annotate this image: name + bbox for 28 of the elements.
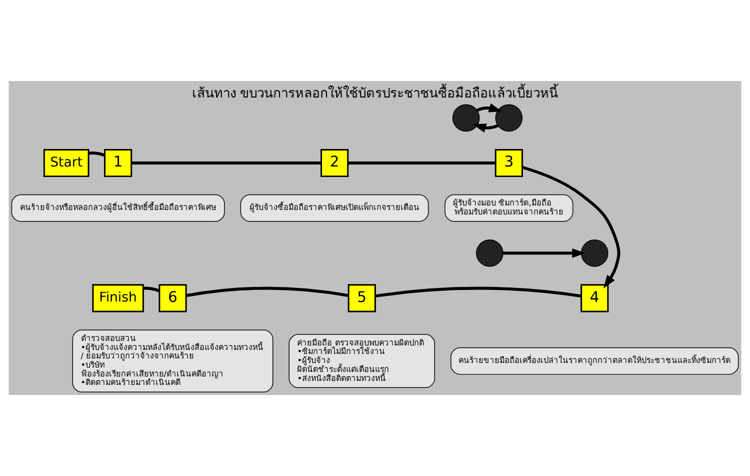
node-circle [476, 239, 504, 267]
node-box: ค่ายมือถือ ตรวจสอบพบความผิดปกติ •ซิมการ์ดไม่มีการใช้งาน •ผู้รับจ้าง ผิดนัดชำระตั้งแต่เดือนแรก •ส่งหนังสือติดตามทวงหนี้ [288, 334, 436, 388]
connector [143, 286, 160, 292]
node-box: ผู้รับจ้างมอบ ซิมการ์ด,มือถือ พร้อมรับค่าตอบแทนจากคนร้าย [444, 194, 574, 222]
node-box: Start [43, 148, 90, 178]
node-box: คนร้ายจ้างหรือหลอกลวงผู้อื่นใช้สิทธิ์ซื้อมือถือราคาพิเศษ [11, 194, 225, 222]
node-box: 4 [580, 284, 609, 312]
node-circle [495, 104, 523, 132]
connector [88, 152, 106, 157]
node-box: Finish [92, 284, 144, 312]
connector [375, 286, 582, 298]
connector [348, 162, 496, 164]
node-box: 2 [320, 148, 349, 178]
node-box: ตำรวจสอบสวน •ผู้รับจ้างแจ้งความหลังได้รับหนังสือแจ้งความทวงหนี้ / ยอมรับว่าถูกว่าจ้างจากคนร้าย •บริษัท ฟ้องร้องเรียกค่าเสียหาย/ดำเนินคดีอาญา •ติดตามคนร้ายมาดำเนินคดี [72, 330, 274, 392]
node-box: คนร้ายขายมือถือเครื่องเปล่าในราคาถูกกว่าตลาดให้ประชาชนและทิ้งซิมการ์ด [450, 347, 739, 375]
connector [131, 162, 322, 164]
node-box: ผู้รับจ้างซื้อมือถือราคาพิเศษเปิดแพ็กเกจรายเดือน [240, 194, 429, 222]
arrow [472, 124, 499, 133]
arrow [476, 103, 502, 112]
node-circle [452, 104, 480, 132]
node-box: 1 [104, 148, 132, 178]
arrow [503, 248, 586, 258]
node-box: 3 [494, 148, 523, 178]
node-box: 6 [158, 284, 187, 312]
node-circle [580, 239, 608, 267]
node-box: 5 [348, 284, 376, 312]
connector [186, 286, 349, 298]
arrow [522, 166, 620, 288]
